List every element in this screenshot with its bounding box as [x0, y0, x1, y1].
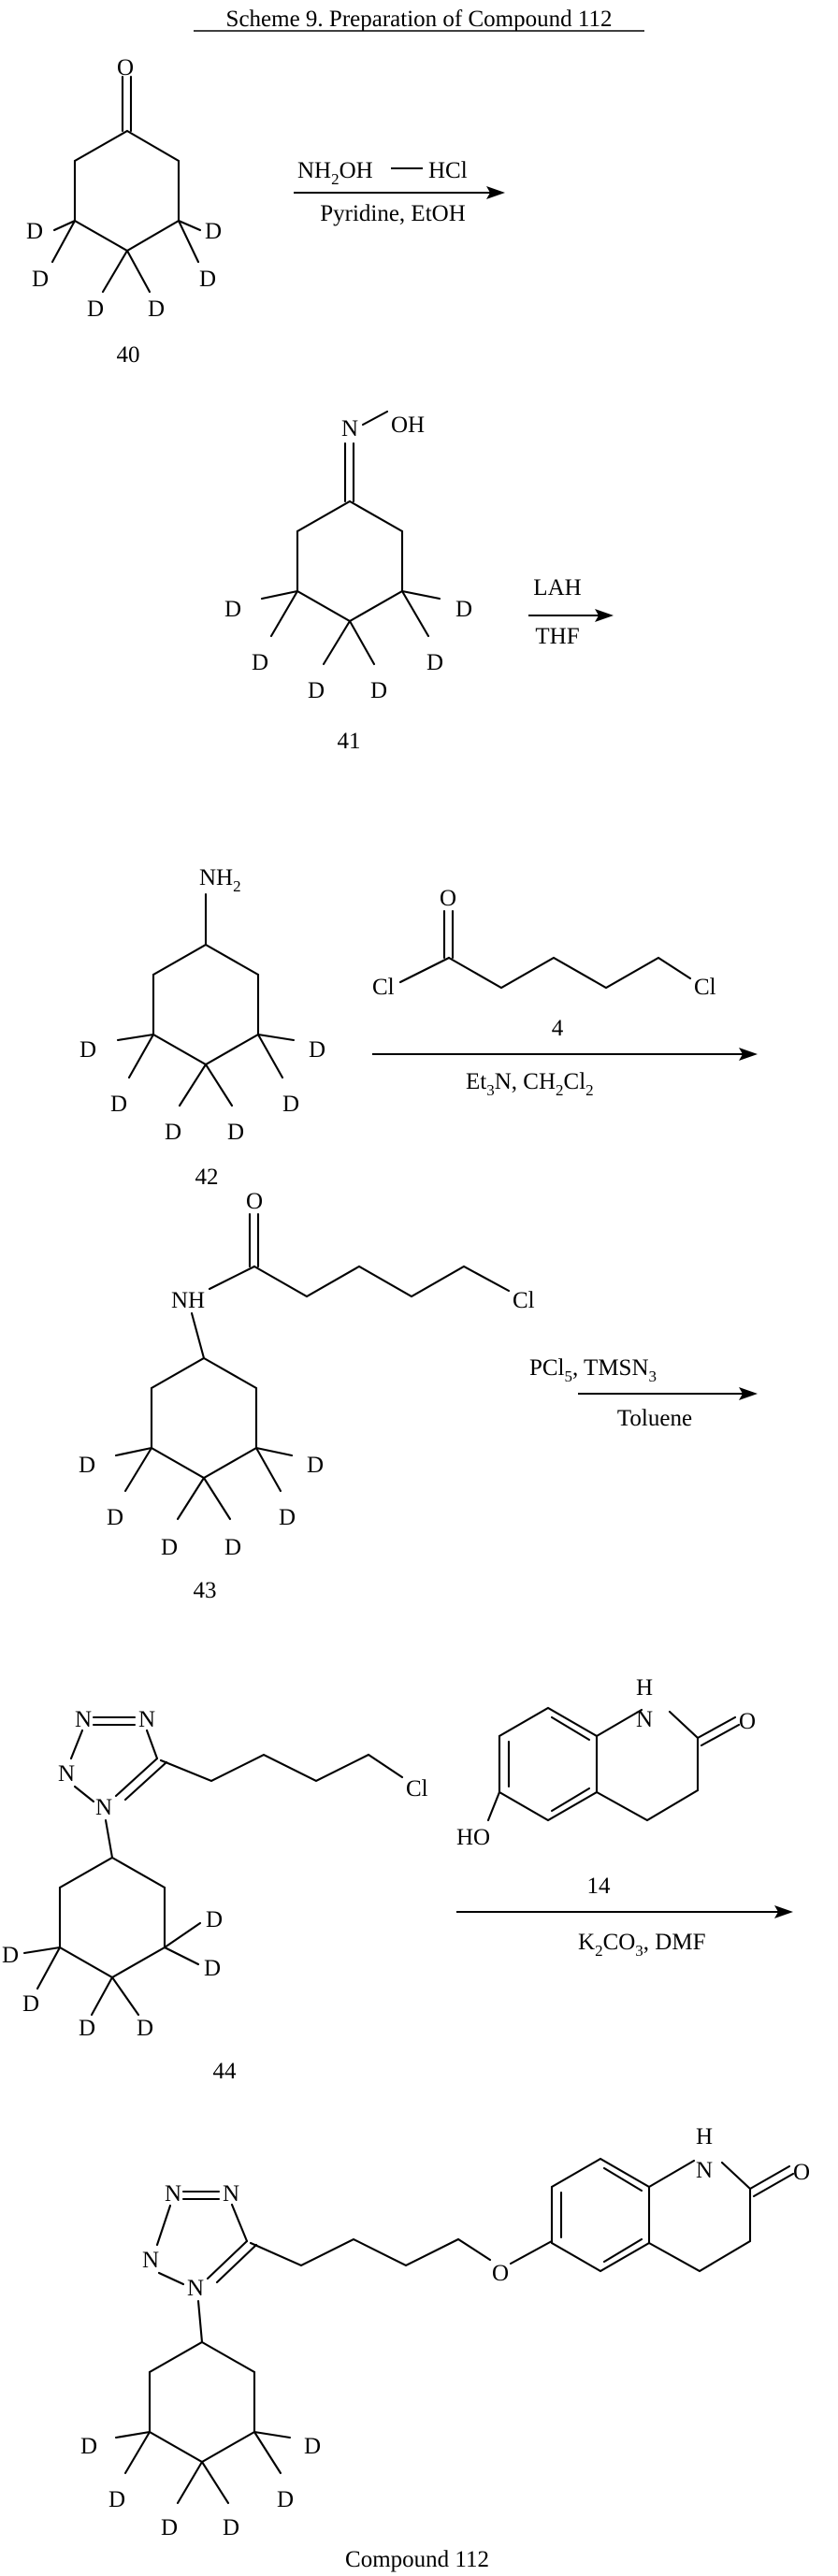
compound-label-41: 41 — [338, 729, 361, 754]
atom-D: D — [199, 267, 216, 292]
atom-N: N — [75, 1707, 92, 1732]
reagent-pcl5: PCl5, TMSN3 — [529, 1355, 657, 1385]
atom-D: D — [279, 1505, 296, 1530]
atom-D: D — [108, 2487, 125, 2512]
reaction-arrow-5: K2CO3, DMF — [456, 1905, 793, 1960]
atom-D: D — [282, 1092, 299, 1117]
reagent-compound-14: N H O HO — [456, 1675, 756, 1850]
atom-H: H — [636, 1675, 653, 1700]
atom-O: O — [246, 1189, 263, 1214]
reagent-hcl: HCl — [428, 158, 468, 183]
compound-42: NH2 D D D D D D — [79, 865, 325, 1145]
atom-NH2: NH2 — [199, 865, 241, 895]
reagent-pyridine: Pyridine, EtOH — [320, 201, 466, 226]
reagent-lah: LAH — [533, 575, 581, 601]
atom-D: D — [137, 2016, 153, 2041]
atom-D: D — [22, 1991, 39, 2017]
atom-NH: NH — [171, 1288, 205, 1313]
atom-Cl: Cl — [406, 1776, 428, 1802]
reagent-compound-4: O Cl Cl — [372, 886, 716, 1000]
atom-D: D — [80, 2434, 97, 2459]
atom-H: H — [696, 2124, 713, 2149]
atom-O: O — [739, 1709, 756, 1734]
atom-D: D — [455, 597, 472, 622]
atom-N: N — [696, 2158, 713, 2183]
atom-D: D — [161, 1535, 178, 1560]
atom-D: D — [204, 1956, 221, 1981]
atom-O: O — [492, 2261, 509, 2286]
compound-41: N OH D D D D D D — [224, 412, 472, 703]
atom-D: D — [79, 2016, 95, 2041]
atom-Cl: Cl — [513, 1288, 535, 1313]
atom-D: D — [79, 1453, 95, 1478]
reaction-arrow-4: PCl5, TMSN3 Toluene — [529, 1355, 758, 1431]
reaction-arrow-1: NH2OH HCl Pyridine, EtOH — [294, 158, 505, 226]
atom-D: D — [252, 650, 268, 675]
atom-D: D — [370, 678, 387, 703]
atom-N: N — [142, 2248, 159, 2273]
atom-D: D — [224, 597, 241, 622]
atom-D: D — [223, 2515, 239, 2540]
atom-D: D — [110, 1092, 127, 1117]
atom-N: N — [341, 416, 358, 441]
atom-O: O — [440, 886, 456, 911]
atom-N: N — [187, 2276, 204, 2301]
atom-D: D — [148, 297, 165, 322]
atom-N: N — [58, 1761, 75, 1787]
compound-label-44: 44 — [213, 2059, 238, 2084]
reagent-toluene: Toluene — [617, 1406, 692, 1431]
reagent-thf: THF — [535, 624, 579, 649]
atom-D: D — [206, 1907, 223, 1932]
atom-N: N — [636, 1707, 653, 1732]
atom-N: N — [165, 2181, 181, 2207]
compound-44: N N N N Cl D D D D D D — [2, 1707, 428, 2041]
compound-40: O D D D D D D — [26, 55, 222, 322]
compound-label-40: 40 — [117, 342, 140, 368]
scheme-title: Scheme 9. Preparation of Compound 112 — [226, 7, 613, 32]
atom-O: O — [117, 55, 134, 80]
atom-D: D — [107, 1505, 123, 1530]
reagent-nh2oh: NH2OH — [297, 158, 373, 188]
atom-D: D — [87, 297, 104, 322]
atom-D: D — [205, 219, 222, 244]
atom-D: D — [227, 1120, 244, 1145]
atom-Cl: Cl — [694, 975, 716, 1000]
reagent-et3n: Et3N, CH2Cl2 — [466, 1069, 594, 1099]
atom-N: N — [95, 1795, 112, 1820]
compound-label-112: Compound 112 — [345, 2547, 489, 2572]
atom-N: N — [223, 2181, 239, 2207]
compound-label-43: 43 — [194, 1578, 217, 1603]
atom-D: D — [224, 1535, 241, 1560]
compound-label-4: 4 — [552, 1016, 564, 1041]
atom-D: D — [426, 650, 443, 675]
reagent-k2co3: K2CO3, DMF — [578, 1930, 705, 1960]
compound-label-14: 14 — [587, 1874, 612, 1899]
atom-HO: HO — [456, 1825, 490, 1850]
atom-D: D — [307, 1453, 324, 1478]
atom-D: D — [309, 1037, 325, 1063]
atom-D: D — [26, 219, 43, 244]
atom-D: D — [165, 1120, 181, 1145]
atom-D: D — [161, 2515, 178, 2540]
atom-N: N — [138, 1707, 155, 1732]
compound-112: N N N N O N H O D D D — [80, 2124, 810, 2540]
atom-D: D — [304, 2434, 321, 2459]
atom-D: D — [79, 1037, 96, 1063]
atom-Cl: Cl — [372, 975, 395, 1000]
atom-D: D — [32, 267, 49, 292]
reaction-arrow-3: Et3N, CH2Cl2 — [372, 1048, 758, 1099]
atom-D: D — [2, 1943, 19, 1968]
atom-D: D — [277, 2487, 294, 2512]
atom-O: O — [793, 2160, 810, 2185]
atom-D: D — [308, 678, 325, 703]
compound-label-42: 42 — [195, 1165, 219, 1190]
atom-OH: OH — [391, 412, 425, 438]
reaction-arrow-2: LAH THF — [528, 575, 614, 649]
compound-43: O NH Cl D D D D D D — [79, 1189, 535, 1560]
